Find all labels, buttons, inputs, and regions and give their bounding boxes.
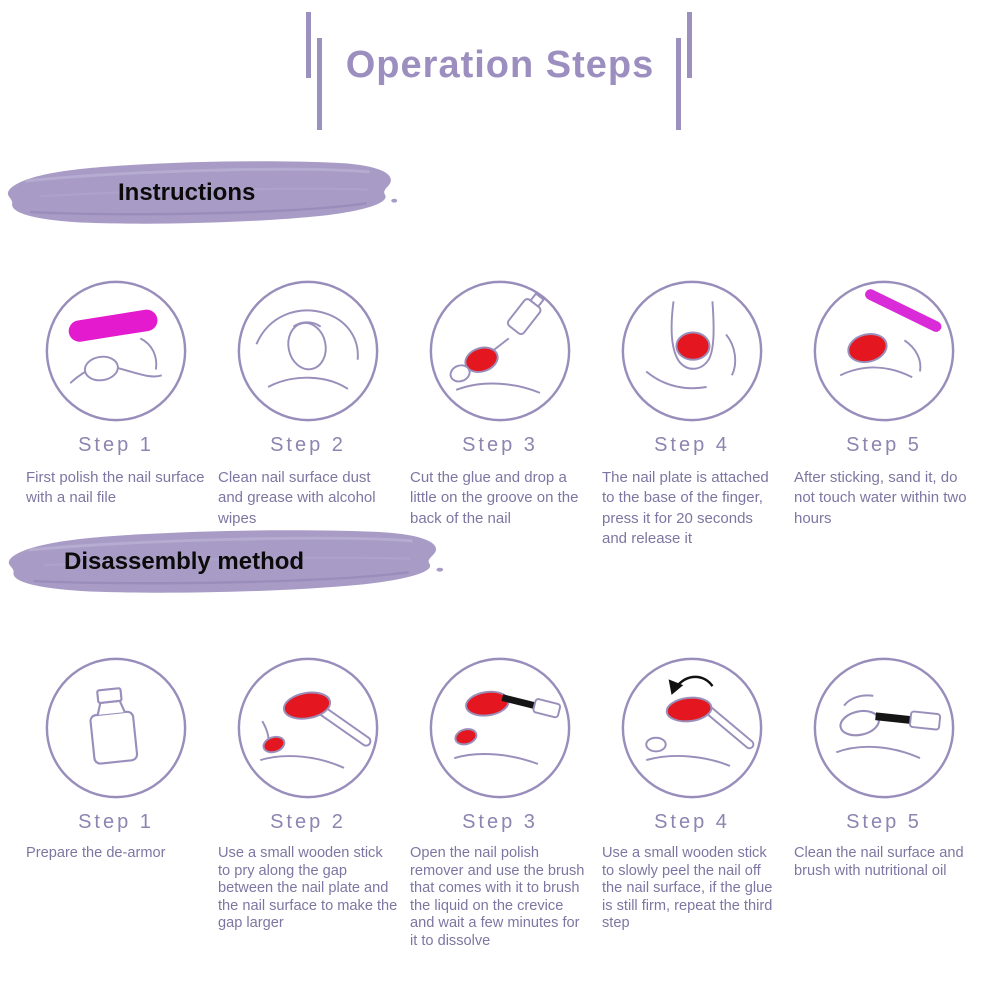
instructions-banner: Instructions bbox=[0, 154, 398, 232]
nutrition-oil-icon bbox=[811, 655, 957, 801]
disassembly-banner: Disassembly method bbox=[0, 523, 444, 601]
step-label: Step 4 bbox=[654, 811, 730, 833]
brush-stroke-icon bbox=[7, 161, 398, 224]
step-column: Step 5 Clean the nail surface and brush … bbox=[794, 655, 974, 950]
step-caption: Use a small wooden stick to pry along th… bbox=[218, 845, 398, 931]
instructions-steps-row: Step 1 First polish the nail surface wit… bbox=[0, 278, 1000, 549]
instructions-section: Instructions Step 1 First polish the nai… bbox=[0, 154, 1000, 549]
peel-nail-icon bbox=[619, 655, 765, 801]
step-label: Step 1 bbox=[78, 434, 154, 456]
step-caption: Cut the glue and drop a little on the gr… bbox=[410, 469, 579, 527]
step-column: Step 2 Use a small wooden stick to pry a… bbox=[218, 655, 398, 950]
step-column: Step 3 Cut the glue and drop a little on… bbox=[410, 278, 590, 549]
page-header: Operation Steps bbox=[0, 0, 1000, 130]
step-label: Step 2 bbox=[270, 811, 346, 833]
step-caption: Open the nail polish remover and use the… bbox=[410, 845, 585, 949]
step-caption: After sticking, sand it, do not touch wa… bbox=[794, 469, 967, 527]
page-title: Operation Steps bbox=[345, 44, 655, 86]
disassembly-steps-row: Step 1 Prepare the de-armor Step 2 Use a… bbox=[0, 655, 1000, 950]
step-caption: Use a small wooden stick to slowly peel … bbox=[602, 845, 773, 931]
step-label: Step 4 bbox=[654, 434, 730, 456]
pry-stick-icon bbox=[235, 655, 381, 801]
step-column: Step 1 First polish the nail surface wit… bbox=[26, 278, 206, 549]
step-column: Step 4 Use a small wooden stick to slowl… bbox=[602, 655, 782, 950]
step-column: Step 1 Prepare the de-armor bbox=[26, 655, 206, 950]
remover-bottle-icon bbox=[43, 655, 189, 801]
section-heading: Instructions bbox=[118, 179, 256, 206]
step-caption: The nail plate is attached to the base o… bbox=[602, 469, 769, 547]
step-label: Step 5 bbox=[846, 811, 922, 833]
title-decor-bars-right bbox=[676, 12, 694, 130]
step-column: Step 2 Clean nail surface dust and greas… bbox=[218, 278, 398, 549]
title-decor-bars-left bbox=[305, 12, 324, 130]
step-column: Step 4 The nail plate is attached to the… bbox=[602, 278, 782, 549]
section-heading: Disassembly method bbox=[64, 548, 305, 575]
brush-stroke-icon bbox=[8, 530, 444, 593]
brush-remover-icon bbox=[427, 655, 573, 801]
clean-nail-icon bbox=[235, 278, 381, 424]
step-column: Step 5 After sticking, sand it, do not t… bbox=[794, 278, 974, 549]
step-column: Step 3 Open the nail polish remover and … bbox=[410, 655, 590, 950]
step-label: Step 2 bbox=[270, 434, 346, 456]
step-caption: Prepare the de-armor bbox=[26, 845, 166, 861]
step-label: Step 3 bbox=[462, 811, 538, 833]
press-nail-icon bbox=[619, 278, 765, 424]
step-label: Step 5 bbox=[846, 434, 922, 456]
step-caption: First polish the nail surface with a nai… bbox=[26, 469, 205, 507]
step-caption: Clean the nail surface and brush with nu… bbox=[794, 845, 964, 879]
step-caption: Clean nail surface dust and grease with … bbox=[218, 469, 376, 527]
nail-file-icon bbox=[43, 278, 189, 424]
glue-drop-icon bbox=[427, 278, 573, 424]
step-label: Step 3 bbox=[462, 434, 538, 456]
step-label: Step 1 bbox=[78, 811, 154, 833]
disassembly-section: Disassembly method Step 1 Prepare the de… bbox=[0, 523, 1000, 950]
sand-nail-icon bbox=[811, 278, 957, 424]
